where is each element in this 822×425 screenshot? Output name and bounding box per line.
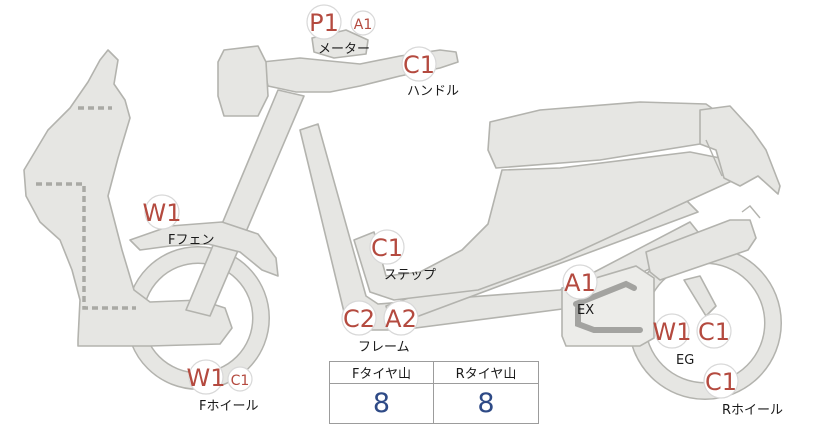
meter-code-p1: P1	[309, 9, 339, 37]
rear-tire-value: 8	[477, 388, 495, 419]
fwheel-label: Fホイール	[199, 399, 258, 414]
ex-code-a1: A1	[564, 269, 596, 297]
meter-code-a1: A1	[354, 17, 372, 33]
ex-marker[interactable]: A1 EX	[562, 264, 598, 318]
handle-label: ハンドル	[407, 84, 459, 99]
front-tire-header: Fタイヤ山	[330, 362, 434, 384]
frame-code-a2: A2	[385, 305, 417, 333]
meter-label: メーター	[318, 42, 370, 57]
frame-label: フレーム	[358, 340, 410, 355]
shield-seam	[36, 106, 136, 310]
front-tire-value: 8	[330, 384, 434, 423]
exhaust-pipe-lower	[575, 305, 643, 333]
step-marker[interactable]: C1 ステップ	[369, 229, 436, 283]
eg-marker[interactable]: W1 C1 EG	[653, 313, 732, 368]
tail-graphic	[699, 105, 781, 195]
rear-unit-graphic	[645, 219, 757, 281]
rwheel-label: Rホイール	[722, 403, 783, 418]
rear-tire-header: Rタイヤ山	[434, 362, 538, 384]
fwheel-marker[interactable]: W1 C1 Fホイール	[187, 359, 259, 414]
fwheel-code-w1: W1	[187, 364, 226, 392]
front-cowl-graphic	[23, 49, 233, 347]
ffender-label: Fフェン	[168, 233, 214, 248]
ex-label: EX	[577, 303, 594, 318]
eg-label: EG	[676, 353, 694, 368]
fwheel-code-c1: C1	[231, 373, 250, 389]
frame-code-c2: C2	[343, 305, 375, 333]
shock-graphic	[683, 275, 717, 317]
ffender-marker[interactable]: W1 Fフェン	[143, 194, 215, 248]
step-body-graphic	[353, 151, 735, 301]
handle-code-c1: C1	[403, 51, 435, 79]
headlight-graphic	[217, 45, 269, 117]
tail-seam	[705, 139, 723, 177]
front-fender-graphic	[129, 221, 279, 277]
step-label: ステップ	[384, 268, 436, 283]
eg-code-w1: W1	[653, 318, 692, 346]
rwheel-marker[interactable]: C1 Rホイール	[703, 363, 783, 418]
step-code-c1: C1	[371, 234, 403, 262]
handle-marker[interactable]: C1 ハンドル	[401, 46, 459, 99]
rwheel-code-c1: C1	[705, 368, 737, 396]
eg-code-c1: C1	[698, 318, 730, 346]
ffender-code-w1: W1	[143, 199, 182, 227]
exhaust-pipe	[573, 280, 637, 307]
frame-marker[interactable]: C2 A2 フレーム	[341, 300, 419, 355]
rear-hook	[741, 205, 761, 219]
tire-tread-table: Fタイヤ山 Rタイヤ山 8 8	[329, 361, 539, 424]
meter-marker[interactable]: P1 A1 メーター	[306, 4, 376, 57]
